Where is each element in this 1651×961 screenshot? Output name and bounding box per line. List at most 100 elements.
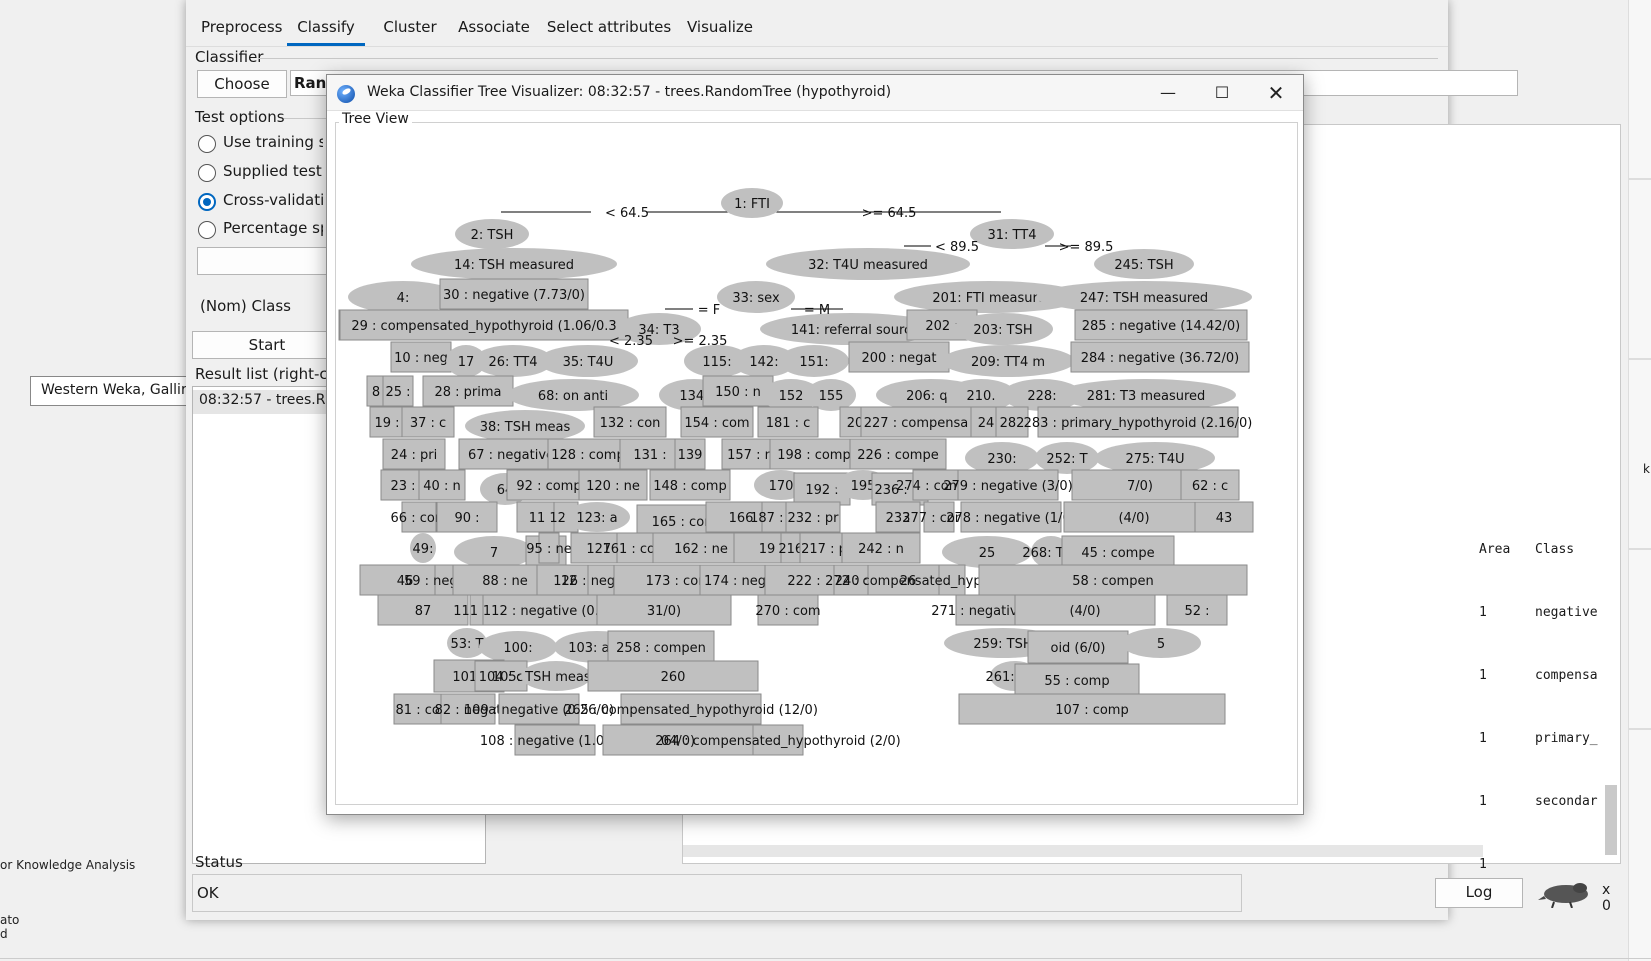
tree-split-node[interactable]: 25	[942, 536, 1032, 568]
tree-leaf-node[interactable]: 132 : con	[593, 406, 667, 438]
tree-leaf-node[interactable]: 258 : compen	[607, 630, 715, 664]
tab-select-attributes[interactable]: Select attributes	[546, 18, 672, 36]
tree-split-node[interactable]: 2: TSH	[455, 219, 529, 249]
start-button[interactable]: Start	[192, 331, 342, 359]
radio-percentage-split[interactable]	[198, 221, 216, 239]
tree-leaf-node[interactable]: 232 : pr	[785, 501, 841, 533]
tree-leaf-node[interactable]: 154 : com	[680, 406, 754, 438]
tree-leaf-node[interactable]: 181 : c	[757, 406, 819, 438]
tree-split-node[interactable]: 201: FTI measure	[894, 281, 1084, 313]
tree-leaf-node[interactable]: 217 : p	[799, 532, 849, 564]
tab-preprocess[interactable]: Preprocess	[201, 18, 283, 36]
tree-leaf-node[interactable]: 242 : n	[841, 532, 921, 564]
tree-leaf-node[interactable]: 55 : comp	[1014, 663, 1140, 697]
tab-classify[interactable]: Classify	[297, 18, 355, 36]
tree-leaf-node[interactable]: 222 :	[764, 564, 844, 596]
tree-split-node[interactable]: 1: FTI	[721, 188, 783, 218]
tree-leaf-node[interactable]: 28 : prima	[422, 375, 514, 407]
maximize-icon[interactable]: ☐	[1214, 83, 1230, 102]
tree-leaf-node[interactable]: 162 : ne	[652, 532, 750, 564]
tree-leaf-node[interactable]: 26	[867, 564, 949, 596]
tab-associate[interactable]: Associate	[458, 18, 530, 36]
tree-split-node[interactable]: 151:	[779, 345, 849, 377]
tree-canvas[interactable]: 1: FTI 2: TSH 31: TT4 14: TSH measured 32: T…	[327, 75, 1304, 815]
tree-split-node[interactable]: 49:	[410, 533, 436, 563]
tree-split-node[interactable]: 155	[806, 379, 856, 411]
tree-leaf-node[interactable]: 8	[366, 375, 386, 407]
tree-leaf-node[interactable]: 282	[995, 406, 1029, 438]
tree-leaf-node[interactable]: 87	[377, 594, 469, 626]
dialog-titlebar[interactable]: Weka Classifier Tree Visualizer: 08:32:5…	[327, 75, 1303, 111]
tree-split-node[interactable]: 100:	[479, 631, 557, 663]
tree-leaf-node[interactable]: 67 : negative	[458, 438, 564, 470]
tree-split-node[interactable]: 17	[446, 345, 486, 377]
radio-use-training-set[interactable]	[198, 135, 216, 153]
tree-split-node[interactable]: 34: T3	[617, 313, 701, 345]
tree-split-node[interactable]: 142:	[732, 345, 796, 377]
tree-leaf-node[interactable]: 104 : c	[474, 660, 528, 692]
tree-leaf-node[interactable]: 37 : c	[401, 406, 455, 438]
tree-leaf-node[interactable]: 62 : c	[1180, 469, 1240, 501]
tree-split-node[interactable]: 26: TT4	[473, 345, 553, 377]
tree-leaf-node[interactable]: 120 : ne	[578, 469, 648, 501]
tree-leaf-node[interactable]: 150 : n	[702, 375, 774, 407]
tree-split-node[interactable]: 230:	[965, 442, 1039, 474]
tree-leaf-node[interactable]: 52 :	[1166, 594, 1228, 626]
tab-cluster[interactable]: Cluster	[383, 18, 437, 36]
tree-leaf-node[interactable]: (4/0)	[1014, 594, 1156, 626]
tree-split-node[interactable]: 228:	[1002, 379, 1082, 411]
minimize-icon[interactable]: —	[1160, 83, 1176, 102]
tree-leaf-node[interactable]: 58 : compen	[978, 564, 1248, 596]
output-hscrollbar[interactable]	[683, 845, 1483, 857]
tree-leaf-node[interactable]: 148 : comp	[649, 469, 731, 501]
tree-split-node[interactable]: 32: T4U measured	[766, 248, 970, 280]
tree-split-node[interactable]: 7	[454, 536, 534, 568]
tree-leaf-node[interactable]: 283 : primary_hypothyroid (2.16/0)	[1024, 406, 1253, 438]
tree-leaf-node[interactable]: 131 :	[619, 438, 681, 470]
tree-leaf-node[interactable]: 40 : n	[418, 469, 466, 501]
tree-leaf-node[interactable]: 108 : negative (1.04/0)	[480, 724, 630, 756]
tree-split-node[interactable]: 5	[1121, 628, 1201, 658]
tree-leaf-node[interactable]: 90 :	[436, 501, 498, 533]
tree-leaf-node[interactable]: 200 : negat	[848, 341, 950, 373]
tree-leaf-node[interactable]: 227 : compensa	[860, 406, 972, 438]
tree-split-node[interactable]: 275: T4U	[1095, 442, 1215, 474]
tree-leaf-node[interactable]: 264 : compensated_hypothyroid (2/0)	[655, 724, 901, 756]
tree-leaf-node[interactable]: 226 : compe	[849, 438, 947, 470]
log-button[interactable]: Log	[1435, 878, 1523, 908]
tree-leaf-node[interactable]: 29 : compensated_hypothyroid (1.06/0.3	[339, 309, 629, 341]
tree-leaf-node[interactable]: 24 : pri	[382, 438, 446, 470]
tree-split-node[interactable]: 210.	[946, 379, 1016, 411]
tree-split-node[interactable]: 38: TSH meas	[465, 410, 585, 442]
tree-leaf-node[interactable]: 260	[587, 660, 759, 692]
tree-leaf-node[interactable]: 82 : negat	[435, 693, 502, 725]
class-select[interactable]: (Nom) Class	[200, 297, 291, 315]
tree-leaf-node[interactable]: 31/0)	[596, 594, 732, 626]
tree-leaf-node[interactable]: 04/0)	[602, 724, 754, 756]
tree-split-node[interactable]: 209: TT4 m	[941, 345, 1075, 377]
tree-split-node[interactable]: 35: T4U	[538, 345, 638, 377]
tree-split-node[interactable]: 245: TSH	[1094, 249, 1194, 279]
tree-split-node[interactable]: 53: T	[447, 628, 487, 658]
tree-split-node[interactable]: 4:	[348, 281, 458, 313]
tree-leaf-node[interactable]: 92 : comp	[506, 469, 592, 501]
tree-split-node[interactable]: 247: TSH measured	[1036, 281, 1252, 313]
tree-split-node[interactable]: 14: TSH measured	[411, 248, 617, 280]
radio-supplied-test-set[interactable]	[198, 164, 216, 182]
tree-leaf-node[interactable]: 233	[875, 501, 921, 533]
tree-leaf-node[interactable]: 66 : com	[391, 501, 448, 533]
tree-leaf-node[interactable]: 279 : negative (3/0)	[943, 469, 1073, 501]
radio-cross-validation[interactable]	[198, 193, 216, 211]
tree-split-node[interactable]: 203: TSH	[953, 313, 1053, 345]
tab-visualize[interactable]: Visualize	[686, 18, 754, 36]
tree-leaf-node[interactable]: 277 : comp	[902, 501, 976, 533]
tree-split-node[interactable]: 115:	[684, 345, 750, 377]
tree-leaf-node[interactable]: 270 : com	[755, 594, 821, 626]
tree-leaf-node[interactable]: 284 : negative (36.72/0)	[1070, 341, 1250, 373]
tree-leaf-node[interactable]: 10 : neg	[390, 341, 452, 373]
tree-leaf-node[interactable]: 139	[674, 438, 706, 470]
tree-split-node[interactable]: 281: T3 measured	[1056, 379, 1236, 411]
tree-split-node[interactable]: 31: TT4	[970, 219, 1054, 249]
tree-leaf-node[interactable]: 278 : negative (1/0)	[946, 501, 1076, 533]
tree-split-node[interactable]: 152	[761, 379, 821, 411]
